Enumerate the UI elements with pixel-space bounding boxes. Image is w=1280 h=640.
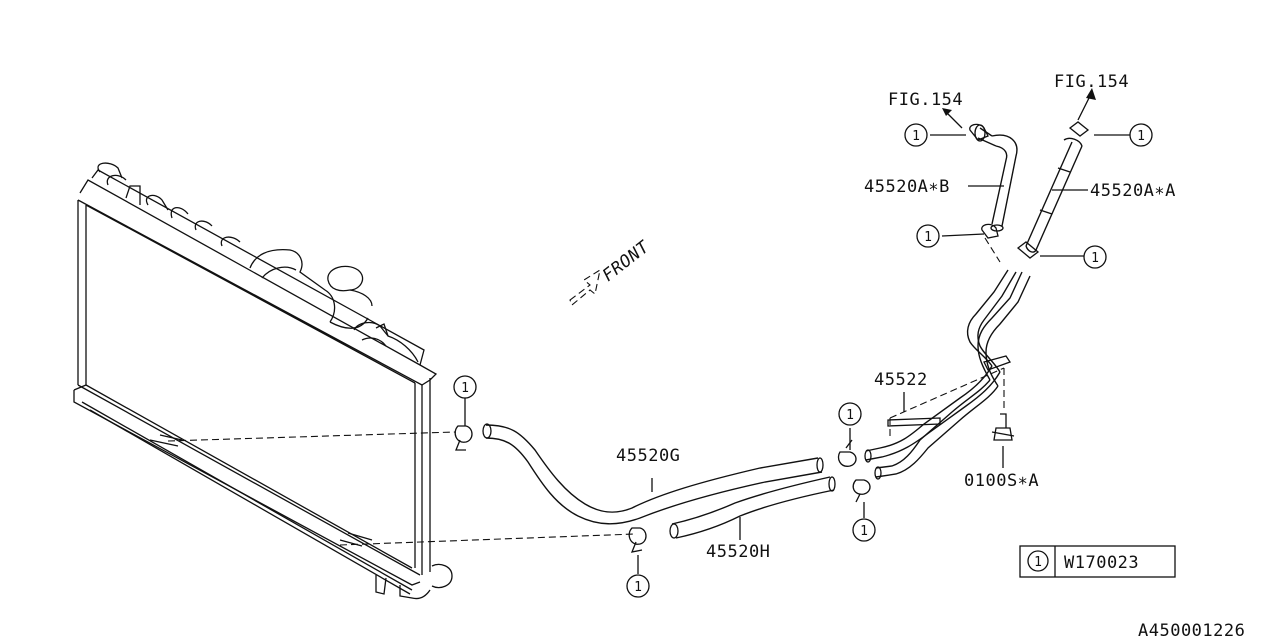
callout-number: 1 [912, 129, 920, 144]
front-label: FRONT [599, 236, 655, 286]
part-labels: FIG.154 FIG.154 45520A∗B 45520A∗A 45522 … [616, 72, 1176, 562]
clamp-icon [837, 439, 857, 467]
clamp-icon [1016, 241, 1040, 259]
callout-marker: 1 [916, 224, 940, 248]
leader-lines [167, 237, 1005, 546]
callout-marker: 1 [838, 402, 862, 426]
part-label-0100s-a: 0100S∗A [964, 471, 1039, 491]
clamp-icon [628, 527, 647, 553]
part-label-45520a-a: 45520A∗A [1090, 181, 1176, 201]
clamp-icon [981, 223, 999, 239]
hose-45520g [482, 423, 824, 525]
clamp-icon [454, 425, 473, 451]
callout-number: 1 [924, 230, 932, 245]
clamp-icon [1068, 121, 1090, 137]
callout-marker: 1 [852, 518, 876, 542]
callout-number: 1 [461, 381, 469, 396]
callout-marker: 1 [626, 574, 650, 598]
callout-number: 1 [634, 580, 642, 595]
bolt-icon [991, 413, 1015, 441]
legend-symbol: 1 [1034, 555, 1042, 570]
front-arrow: FRONT [569, 236, 655, 306]
callout-marker: 1 [904, 123, 928, 147]
callouts: 1 1 1 1 1 1 1 1 [453, 123, 1153, 598]
hose-45520a-a [1025, 137, 1083, 253]
hose-45520h [669, 476, 836, 539]
part-label-45520g: 45520G [616, 446, 680, 466]
callout-marker: 1 [1083, 245, 1107, 269]
fig-label-left: FIG.154 [888, 90, 963, 110]
part-label-45522: 45522 [874, 370, 928, 390]
radiator [73, 162, 453, 600]
label-leaders [464, 134, 1130, 574]
legend-part-number: W170023 [1064, 553, 1139, 573]
callout-number: 1 [846, 408, 854, 423]
pipe-45522 [864, 269, 1031, 480]
clamp-icon [852, 479, 871, 503]
fig-arrows [942, 88, 1096, 129]
callout-marker: 1 [453, 375, 477, 399]
legend-box: 1 W170023 [1019, 545, 1176, 578]
callout-number: 1 [1091, 251, 1099, 266]
diagram-code: A450001226 [1138, 621, 1245, 640]
hose-clamps [454, 121, 1090, 553]
callout-number: 1 [1137, 129, 1145, 144]
part-label-45520a-b: 45520A∗B [864, 177, 950, 197]
fig-label-right: FIG.154 [1054, 72, 1129, 92]
callout-marker: 1 [1129, 123, 1153, 147]
part-label-45520h: 45520H [706, 542, 770, 562]
callout-number: 1 [860, 524, 868, 539]
clamp-icon [969, 123, 989, 141]
